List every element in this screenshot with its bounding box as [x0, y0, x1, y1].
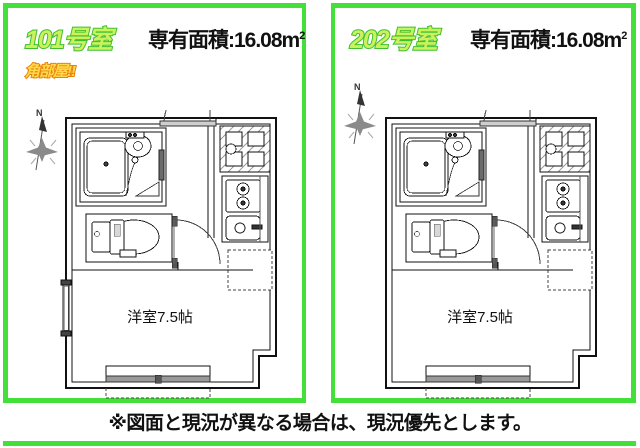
compass-north-label: N	[36, 108, 43, 118]
compass-rose-right: N	[340, 82, 386, 152]
room-number-202: 202号室	[349, 25, 439, 55]
panel-frame-right	[331, 3, 636, 403]
panel-frame-left	[3, 3, 306, 403]
area-value-202: 専有面積:16.08	[470, 29, 605, 52]
area-unit-sup-101: 2	[299, 30, 305, 42]
room-label-202: 洋室7.5帖	[447, 309, 513, 326]
corner-room-badge: 角部屋!!	[24, 62, 77, 81]
area-unit-sup-202: 2	[621, 30, 627, 42]
area-label-202: 専有面積:16.08m2	[470, 24, 627, 54]
compass-north-label-right: N	[354, 82, 361, 92]
compass-rose-left: N	[22, 108, 68, 178]
side-window-101	[60, 279, 72, 337]
room-label-101: 洋室7.5帖	[127, 309, 193, 326]
disclaimer-note: ※図面と現況が異なる場合は、現況優先とします。	[108, 413, 532, 434]
area-unit-101: m	[281, 29, 301, 52]
room-number-101: 101号室	[24, 25, 114, 55]
area-value-101: 専有面積:16.08	[148, 29, 283, 52]
bottom-green-bar	[3, 441, 636, 446]
area-label-101: 専有面積:16.08m2	[148, 24, 305, 54]
area-unit-202: m	[603, 29, 623, 52]
floorplan-drawing-101: 洋室7.5帖	[60, 110, 277, 399]
floorplan-drawing-202: 洋室7.5帖	[385, 110, 597, 399]
